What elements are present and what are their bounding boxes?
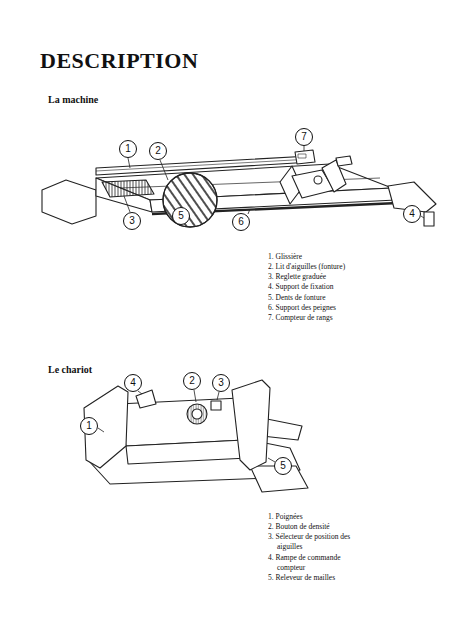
callout-text: 1	[125, 144, 131, 154]
callout-text: 3	[129, 216, 135, 226]
part-name: 4. Rampe de commande compteur	[268, 553, 364, 573]
page-title: DESCRIPTION	[40, 48, 198, 74]
callout-number: 4	[124, 374, 142, 392]
carriage-top	[118, 398, 244, 446]
magnifier-outline	[163, 173, 217, 227]
part-name: 2. Bouton de densité	[268, 522, 364, 532]
carriage-leaders	[98, 390, 275, 462]
leader-line	[304, 146, 305, 151]
callout-number: 3	[212, 374, 230, 392]
machine-leaders	[124, 146, 424, 218]
section-heading: Le chariot	[48, 364, 92, 375]
clamp	[424, 212, 434, 226]
callout-text: 4	[130, 378, 136, 388]
part-name: 3. Sélecteur de position des aiguilles	[268, 532, 364, 552]
leader-line	[194, 390, 196, 402]
callout-text: 5	[280, 461, 286, 471]
row-counter-window	[298, 154, 306, 158]
needle-teeth	[163, 173, 217, 227]
magnifier-ground	[163, 173, 217, 227]
callout-text: 3	[218, 378, 224, 388]
leader-line	[217, 392, 219, 400]
callout-number: 1	[80, 417, 98, 435]
callout-text: 2	[155, 146, 161, 156]
callout-number: 4	[403, 205, 421, 223]
density-dial	[187, 404, 207, 424]
callout-number: 2	[149, 142, 167, 160]
callout-number: 7	[295, 128, 313, 146]
part-name: 4. Support de fixation	[268, 282, 418, 292]
part-name: 1. Glissière	[268, 252, 418, 262]
leader-line	[160, 160, 168, 180]
density-dial-hub	[192, 409, 202, 419]
carriage-front	[126, 440, 248, 464]
callout-text: 2	[189, 376, 195, 386]
part-name: 6. Support des peignes	[268, 303, 418, 313]
leader-line	[421, 216, 424, 218]
callout-text: 7	[301, 132, 307, 142]
parts-list: 1. Glissière2. Lit d'aiguilles (fonture)…	[268, 252, 418, 323]
leader-line	[248, 209, 250, 214]
part-name: 5. Releveur de mailles	[268, 573, 364, 583]
callout-text: 1	[86, 421, 92, 431]
leader-line	[98, 428, 104, 432]
callout-number: 6	[232, 213, 250, 231]
part-name: 3. Reglette graduée	[268, 272, 418, 282]
callout-number: 5	[172, 207, 190, 225]
counter-lever	[336, 156, 352, 166]
callout-text: 4	[409, 209, 415, 219]
leader-line	[138, 391, 142, 394]
callout-number: 3	[123, 212, 141, 230]
rail-edge	[96, 159, 311, 171]
part-name: 7. Compteur de rangs	[268, 313, 418, 323]
callout-number: 1	[119, 140, 137, 158]
row-counter	[295, 150, 315, 164]
carriage-drawing	[84, 380, 308, 492]
callout-text: 5	[178, 211, 184, 221]
callout-number: 5	[274, 457, 292, 475]
needle-selector	[211, 401, 221, 410]
slide-rail	[96, 156, 312, 175]
carriage-handle	[84, 386, 128, 468]
part-name: 5. Dents de fonture	[268, 293, 418, 303]
carriage-knob	[314, 176, 322, 184]
parts-list: 1. Poignées2. Bouton de densité3. Sélect…	[268, 512, 364, 583]
section-heading: La machine	[48, 94, 98, 105]
callout-text: 6	[238, 217, 244, 227]
graduated-ruler	[102, 180, 154, 197]
callout-number: 2	[183, 372, 201, 390]
counter-ramp	[136, 390, 156, 408]
part-name: 1. Poignées	[268, 512, 364, 522]
leader-line	[124, 196, 130, 212]
part-name: 2. Lit d'aiguilles (fonture)	[268, 262, 418, 272]
left-end-block	[42, 180, 96, 224]
leader-line	[128, 158, 130, 168]
carriage-handle	[232, 380, 270, 470]
